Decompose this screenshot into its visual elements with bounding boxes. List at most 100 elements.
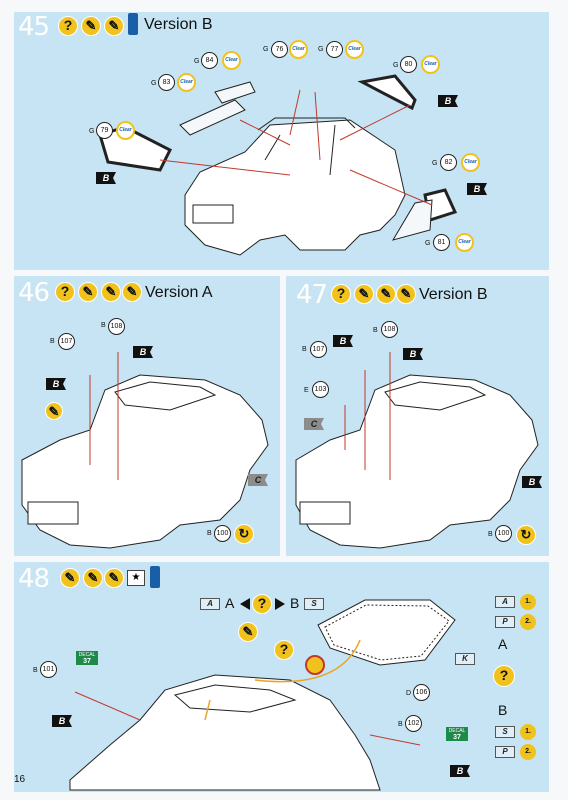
rotate-icon: ↻ <box>234 524 254 544</box>
step47-car-body <box>295 374 539 549</box>
part-letter: B <box>373 327 378 334</box>
paint-brush-icon: ✎ <box>81 16 101 36</box>
part-g80: 80 <box>400 56 417 73</box>
decal-label: DECAL <box>78 652 96 658</box>
option-2-badge: 2. <box>520 744 536 760</box>
part-g79: 79 <box>96 122 113 139</box>
clear-glue-bottle-icon <box>128 13 138 35</box>
part-b107: 107 <box>58 333 75 350</box>
legend-k-box: K <box>455 653 475 665</box>
part-b108: 108 <box>108 318 125 335</box>
step48-car-body <box>69 674 381 791</box>
step-47-number: 47 <box>296 280 328 310</box>
part-letter: G <box>89 128 95 135</box>
clear-glue-bottle-icon <box>150 566 160 588</box>
decal-icon: ★ <box>127 570 145 586</box>
part-e103: 103 <box>312 381 329 398</box>
part-b100: 100 <box>495 525 512 542</box>
part-b108: 108 <box>381 321 398 338</box>
clear-paint-icon: Clear <box>421 55 440 74</box>
part-letter: B <box>207 530 212 537</box>
glue-applicator-icon: ✎ <box>104 568 124 588</box>
rotate-icon: ↻ <box>516 525 536 545</box>
clear-paint-icon: Clear <box>116 121 135 140</box>
sunroof-panel <box>317 599 456 666</box>
option-a-box: A <box>495 596 515 608</box>
legend-s-box: S <box>304 598 324 610</box>
question-icon: ? <box>274 640 294 660</box>
part-b107: 107 <box>310 341 327 358</box>
part-g77: 77 <box>326 41 343 58</box>
paint-b-flag: B <box>46 378 66 390</box>
glue-icon: ✎ <box>45 402 63 420</box>
glue-icon: ✎ <box>376 284 396 304</box>
part-g83: 83 <box>158 74 175 91</box>
part-letter: G <box>263 46 269 53</box>
glue-icon: ✎ <box>104 16 124 36</box>
part-letter: G <box>425 240 431 247</box>
option-p-box: P <box>495 616 515 628</box>
glue-applicator-icon: ✎ <box>122 282 142 302</box>
paint-b-flag: B <box>96 172 116 184</box>
step46-grille <box>27 501 79 525</box>
part-letter: B <box>488 531 493 538</box>
paint-c-flag: C <box>304 418 324 430</box>
option-s-box: S <box>495 726 515 738</box>
legend-a-text: A <box>225 595 235 611</box>
legend-arrow-left <box>240 598 250 610</box>
step46-roof-opening <box>114 381 217 411</box>
version-a-label: A <box>498 636 508 652</box>
clear-paint-icon: Clear <box>345 40 364 59</box>
step45-grille <box>192 204 234 224</box>
part-letter: G <box>151 80 157 87</box>
clear-paint-icon: Clear <box>177 73 196 92</box>
version-b-label: B <box>498 702 508 718</box>
clear-paint-icon: Clear <box>455 233 474 252</box>
part-letter: G <box>432 160 438 167</box>
step46-car-body <box>21 374 269 549</box>
step-48-number: 48 <box>18 564 50 594</box>
option-1-badge: 1. <box>520 724 536 740</box>
paint-brush-icon: ✎ <box>354 284 374 304</box>
part-letter: G <box>393 62 399 69</box>
paint-b-flag: B <box>403 348 423 360</box>
legend-b-text: B <box>290 595 300 611</box>
question-icon: ? <box>58 16 78 36</box>
decal-label: DECAL <box>448 728 466 734</box>
legend-a-box: A <box>200 598 220 610</box>
clear-paint-icon: Clear <box>289 40 308 59</box>
paint-brush-icon: ✎ <box>238 622 258 642</box>
glue-applicator-icon: ✎ <box>396 284 416 304</box>
step-45-title: Version B <box>144 16 213 33</box>
page-number: 16 <box>14 774 26 785</box>
part-b101: 101 <box>40 661 57 678</box>
question-icon: ? <box>252 594 272 614</box>
paint-b-flag: B <box>333 335 353 347</box>
question-icon: ? <box>331 284 351 304</box>
paint-brush-icon: ✎ <box>60 568 80 588</box>
step47-grille <box>299 501 351 525</box>
glue-icon: ✎ <box>101 282 121 302</box>
option-1-badge: 1. <box>520 594 536 610</box>
no-glue-icon <box>305 655 325 675</box>
step47-roof-opening <box>384 381 487 411</box>
part-letter: G <box>318 46 324 53</box>
option-p-box: P <box>495 746 515 758</box>
part-g81: 81 <box>433 234 450 251</box>
part-letter: B <box>50 338 55 345</box>
option-2-badge: 2. <box>520 614 536 630</box>
clear-paint-icon: Clear <box>222 51 241 70</box>
paint-b-flag: B <box>52 715 72 727</box>
part-letter: E <box>304 387 309 394</box>
part-b100: 100 <box>214 525 231 542</box>
part-g84: 84 <box>201 52 218 69</box>
paint-b-flag: B <box>450 765 470 777</box>
window-g81 <box>391 199 433 241</box>
part-letter: B <box>398 721 403 728</box>
step-46-number: 46 <box>18 278 50 308</box>
decal-number: 37 <box>453 734 461 741</box>
paint-brush-icon: ✎ <box>78 282 98 302</box>
